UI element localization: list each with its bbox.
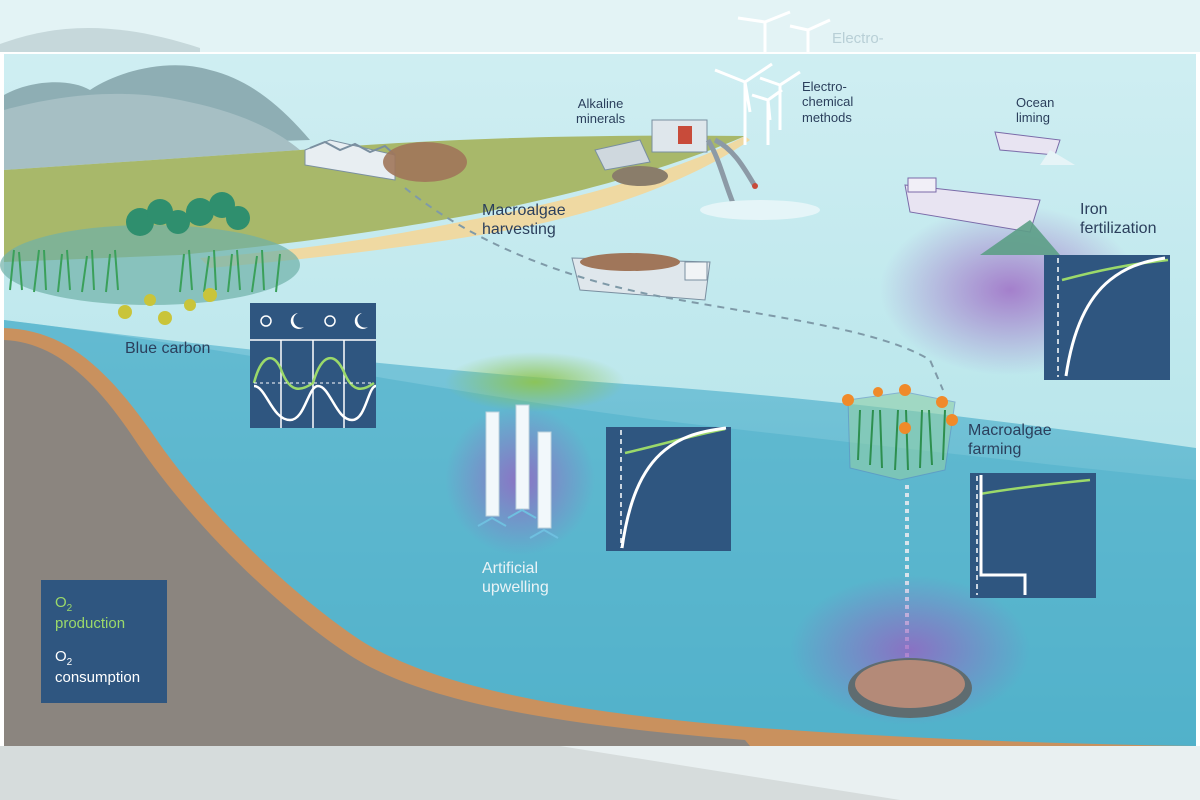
chart-panel-macroalgae-farming <box>970 473 1096 598</box>
label-macroalgae-farming: Macroalgae farming <box>968 422 1052 458</box>
legend-o2-production: O2 production <box>55 594 126 632</box>
seabed <box>4 340 750 746</box>
seaweed-icon <box>9 249 281 293</box>
sun-icon <box>260 315 336 327</box>
blue-carbon-vegetation <box>0 192 300 325</box>
mountain-front <box>4 93 300 170</box>
legend-box: O2 production O2 consumption <box>41 580 167 703</box>
chart-panel-blue-carbon <box>250 303 377 428</box>
wind-turbine-icon <box>714 10 831 145</box>
algae-farm-cage-icon <box>842 384 958 481</box>
label-iron-fertilization: Iron fertilization <box>1080 201 1157 237</box>
label-artificial-upwelling: Artificial upwelling <box>482 560 549 596</box>
bottom-faded-water <box>560 746 1200 800</box>
seafloor-algae-deposit <box>790 575 1030 725</box>
chart-panel-iron-fertilization <box>1044 255 1170 380</box>
label-electro-faded: Electro- <box>832 30 884 47</box>
algae-transport-path <box>404 187 944 391</box>
electro-pipes <box>700 137 820 220</box>
algae-ship-icon <box>571 253 711 301</box>
label-alkaline-minerals: Alkaline minerals <box>576 96 626 127</box>
top-faded-strip <box>0 0 1200 52</box>
legend-o2-consumption: O2 consumption <box>55 648 141 686</box>
moon-icon <box>290 313 368 329</box>
chart-panel-upwelling <box>606 426 731 551</box>
tree-icon <box>126 192 250 236</box>
faded-hill <box>0 27 200 52</box>
label-blue-carbon: Blue carbon <box>125 340 211 357</box>
ship-icon <box>994 131 1075 165</box>
upwelling-pipe-icon <box>445 352 625 555</box>
label-electrochemical-methods: Electro- chemical methods <box>802 79 854 125</box>
alkaline-plant-icon <box>594 119 708 186</box>
harvested-algae-pile <box>383 142 467 182</box>
label-ocean-liming: Ocean liming <box>1016 95 1055 126</box>
label-macroalgae-harvesting: Macroalgae harvesting <box>482 202 566 238</box>
